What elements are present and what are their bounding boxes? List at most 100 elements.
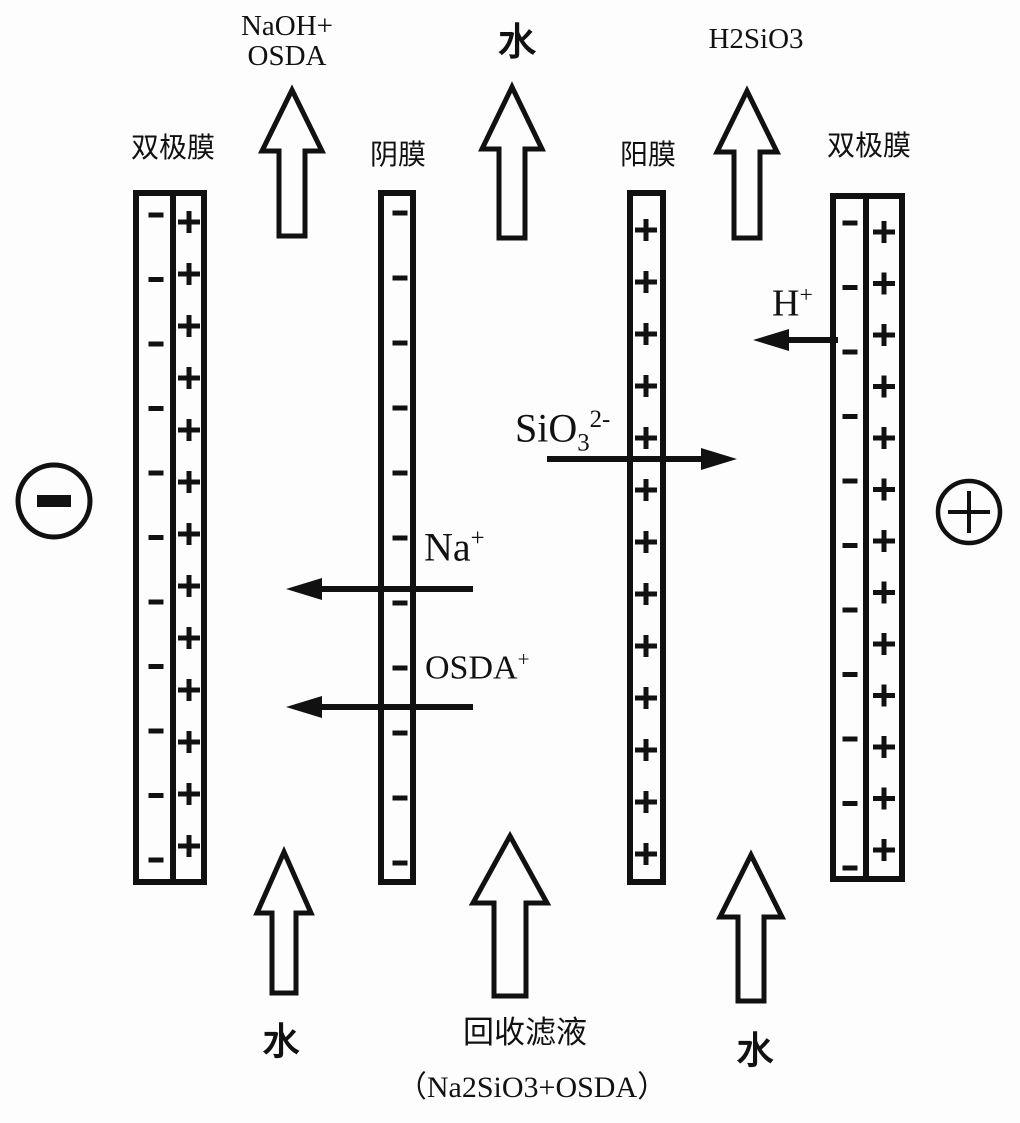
minus-mark [148,470,164,476]
minus-mark [842,349,858,355]
plus-mark-vertical [643,271,649,293]
na-ion-label: Na+ [424,524,485,570]
cation-membrane [627,190,666,885]
minus-mark [842,736,858,742]
minus-mark [392,795,408,801]
minus-mark [392,860,408,866]
h-ion-base: H [772,282,800,325]
minus-mark [392,600,408,606]
h-ion-arrow [753,329,838,351]
plus-mark-vertical [881,221,887,243]
minus-mark [392,405,408,411]
plus-mark-vertical [643,843,649,865]
plus-mark-vertical [881,427,887,449]
bipolar-membrane-left-label: 双极膜 [130,133,216,164]
plus-mark-vertical [881,684,887,707]
water-bottom-right-label: 水 [736,1031,774,1072]
minus-mark [842,414,858,419]
cathode-minus-symbol [15,462,93,540]
plus-mark-vertical [186,627,192,649]
minus-mark [842,285,858,290]
minus-mark [392,210,408,216]
membrane-charge-marks [148,210,895,871]
minus-mark [392,535,408,541]
feed-composition-label: （Na2SiO3+OSDA） [396,1071,668,1104]
h-ion-label: H+ [772,283,813,325]
bipolar-membrane-right [830,193,905,882]
anion-membrane [378,190,416,885]
plus-mark-vertical [643,583,649,605]
plus-mark-vertical [643,427,649,449]
bipolar-membrane-right-label: 双极膜 [826,131,912,162]
minus-mark [148,664,164,669]
cation-membrane-label: 阳膜 [619,140,677,171]
minus-mark [148,857,164,863]
minus-mark [148,406,164,411]
plus-mark-vertical [643,531,649,553]
naoh-osda-outflow-arrow [257,84,327,239]
minus-mark [148,212,164,218]
plus-mark-vertical [881,581,887,604]
minus-mark [148,599,164,605]
plus-mark-vertical [186,731,192,753]
anode-plus-symbol [935,478,1003,546]
plus-mark-vertical [186,367,192,389]
feed-inflow-arrow [468,830,552,999]
na-ion-arrow [286,578,473,600]
plus-mark-vertical [643,219,649,241]
plus-mark-vertical [881,272,887,295]
water-bottom-left-inflow-arrow [253,845,315,996]
anion-membrane-label: 阴膜 [369,140,427,171]
na-ion-sup: + [470,525,485,552]
bipolar-left-positive-layer-marks [178,211,200,857]
plus-mark-vertical [643,687,649,709]
anion-membrane-marks [392,210,408,866]
h2sio3-label: H2SiO3 [708,23,804,55]
minus-mark [148,728,164,734]
minus-mark [148,277,164,282]
bipolar-membrane-left [133,190,207,885]
osda-ion-base: OSDA [425,649,518,687]
plus-mark-vertical [643,375,649,397]
plus-mark-vertical [186,575,192,597]
plus-mark-vertical [881,478,887,501]
plus-mark-vertical [881,324,887,346]
naoh-line: NaOH+ [240,10,334,42]
plus-mark-vertical [643,323,649,345]
sio3-ion-arrow [547,448,737,470]
plus-mark-vertical [186,211,192,233]
minus-mark [842,478,858,484]
minus-mark [148,535,164,540]
minus-mark [842,220,858,226]
minus-mark [392,340,408,346]
feed-label: 回收滤液 [463,1015,587,1050]
minus-mark [842,543,858,548]
plus-mark-vertical [186,523,192,545]
plus-mark-vertical [881,736,887,758]
sio3-ion-sup: 2- [589,406,611,433]
minus-mark [392,275,408,281]
plus-mark-vertical [186,263,192,285]
sio3-ion-label: SiO32- [515,405,611,456]
water-bottom-left-label: 水 [262,1022,300,1063]
plus-mark-vertical [186,471,192,493]
cation-membrane-marks [635,219,657,865]
plus-mark-vertical [643,635,649,657]
minus-mark [842,672,858,677]
bipolar-right-negative-layer-marks [842,220,858,871]
h2sio3-outflow-arrow [712,85,782,241]
plus-mark-vertical [186,679,192,701]
bipolar-left-negative-layer-marks [148,212,164,863]
plus-mark-vertical [186,419,192,441]
na-ion-base: Na [424,524,471,570]
minus-mark [842,607,858,613]
minus-mark [392,470,408,476]
plus-mark-vertical [881,787,887,810]
plus-mark-vertical [881,633,887,655]
plus-mark-vertical [643,479,649,501]
sio3-ion-base: SiO [515,405,578,451]
minus-mark [148,341,164,347]
naoh-osda-product-label: NaOH+ OSDA [241,11,333,72]
